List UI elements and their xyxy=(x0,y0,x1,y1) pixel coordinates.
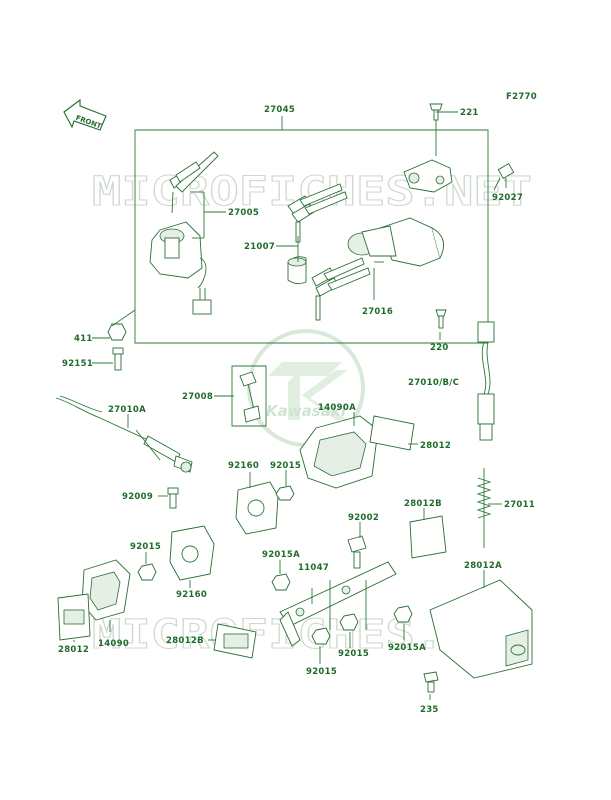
label-11047: 11047 xyxy=(298,563,329,573)
label-92015a: 92015A xyxy=(262,550,300,560)
label-92151: 92151 xyxy=(62,359,93,369)
ignition-switch xyxy=(149,221,212,315)
label-92002: 92002 xyxy=(348,513,379,523)
reflector-28012b-right xyxy=(409,515,447,559)
label-220: 220 xyxy=(430,343,449,353)
label-28012: 28012 xyxy=(420,441,451,451)
label-28012b: 28012B xyxy=(404,499,442,509)
cover-14090a xyxy=(299,415,415,489)
switch-27010bc xyxy=(477,321,495,441)
label-92009: 92009 xyxy=(122,492,153,502)
cable-27010a xyxy=(55,395,193,473)
ignition-keys xyxy=(169,151,219,214)
nut-92015-left xyxy=(137,563,157,581)
seat-lock xyxy=(347,217,445,267)
screw-220 xyxy=(435,309,447,329)
leader-lines xyxy=(73,111,507,700)
label-92160-lower: 92160 xyxy=(176,590,207,600)
spring-27011 xyxy=(476,468,492,548)
label-27005: 27005 xyxy=(228,208,259,218)
housing-28012a xyxy=(429,579,533,679)
bracket-27008 xyxy=(231,365,267,427)
plate-92160-upper xyxy=(235,481,279,535)
bolt-92002 xyxy=(347,535,367,569)
label-92027: 92027 xyxy=(492,193,523,203)
label-411: 411 xyxy=(74,334,93,344)
label-27011: 27011 xyxy=(504,500,535,510)
lock-bracket xyxy=(403,103,453,193)
cover-14090 xyxy=(81,559,131,621)
bolt-235 xyxy=(423,671,439,693)
label-14090a: 14090A xyxy=(318,403,356,413)
bolt-92009 xyxy=(167,487,179,509)
label-92015-upper: 92015 xyxy=(270,461,301,471)
label-92015-lower-right: 92015 xyxy=(338,649,369,659)
label-21007: 21007 xyxy=(244,242,275,252)
bracket-11047 xyxy=(279,561,397,647)
nut-411 xyxy=(107,323,127,341)
label-92160-upper: 92160 xyxy=(228,461,259,471)
label-27010bc: 27010/B/C xyxy=(408,378,459,388)
keys-21007 xyxy=(287,183,348,243)
label-27045: 27045 xyxy=(264,105,295,115)
label-28012b-lower: 28012B xyxy=(166,636,204,646)
label-235: 235 xyxy=(420,705,439,715)
label-27016: 27016 xyxy=(362,307,393,317)
bolt-92027 xyxy=(493,163,515,191)
label-14090: 14090 xyxy=(98,639,129,649)
reflector-28012b-lower xyxy=(213,623,257,659)
nut-92015-upper xyxy=(275,485,295,501)
label-92015a-right: 92015A xyxy=(388,643,426,653)
label-27008: 27008 xyxy=(182,392,213,402)
label-92015-left: 92015 xyxy=(130,542,161,552)
kawasaki-logo-text: Kawasaki xyxy=(266,402,347,420)
front-arrow-icon: FRONT xyxy=(63,98,107,131)
bolt-92151 xyxy=(112,347,124,371)
label-27010a: 27010A xyxy=(108,405,146,415)
label-221: 221 xyxy=(460,108,479,118)
nut-92015-lower xyxy=(311,613,359,645)
nut-92015a xyxy=(271,573,291,591)
plate-92160-lower xyxy=(169,525,215,581)
label-28012a: 28012A xyxy=(464,561,502,571)
keys-27016 xyxy=(311,257,371,321)
cap-21007 xyxy=(287,256,307,285)
label-92015-lower: 92015 xyxy=(306,667,337,677)
nut-92015a-right xyxy=(393,605,413,623)
label-28012-left: 28012 xyxy=(58,645,89,655)
part-labels: 27045 221 92027 27005 21007 27016 411 92… xyxy=(58,105,535,715)
reflector-28012-left xyxy=(57,593,91,641)
figure-code: F2770 xyxy=(506,92,537,102)
